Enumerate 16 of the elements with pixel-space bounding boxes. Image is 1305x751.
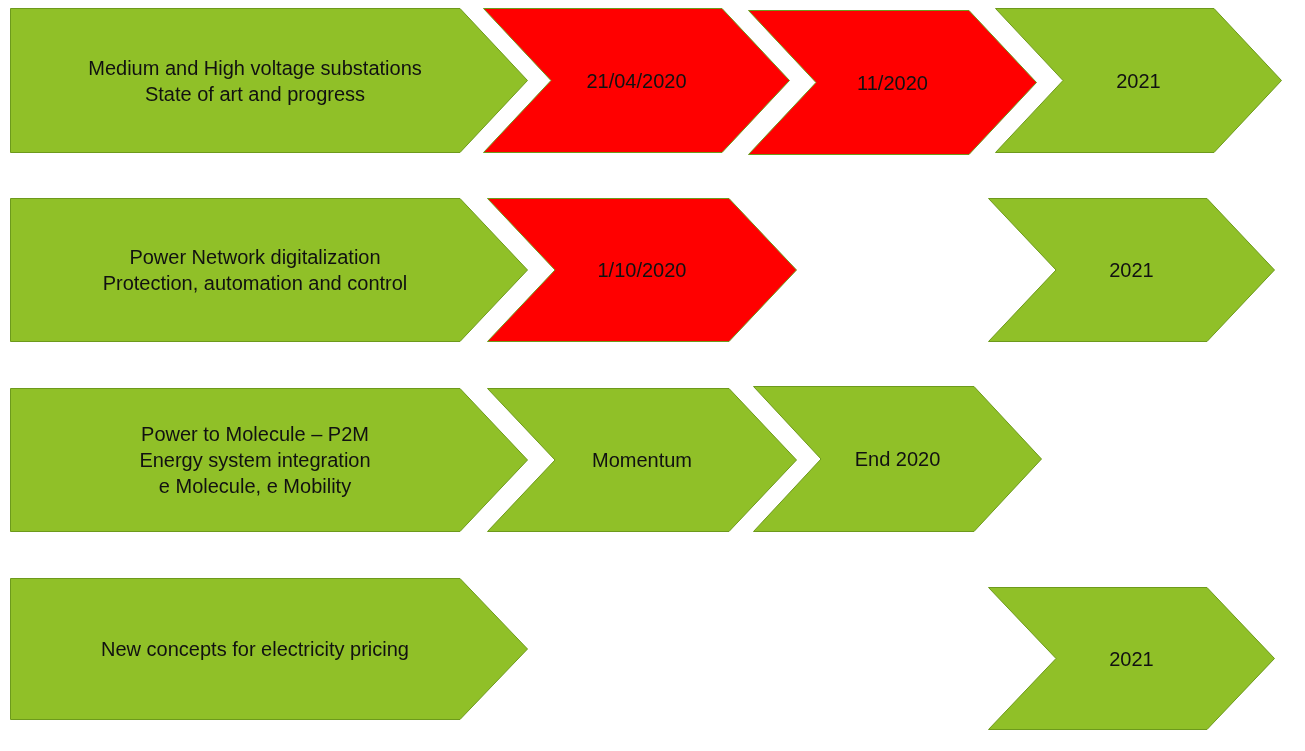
date-label: 2021 [1109,646,1154,672]
date-label: 2021 [1109,258,1154,283]
date-label: 11/2020 [857,70,928,96]
topic-subtitle: Protection, automation and control [102,271,408,296]
topic-subtitle: e Molecule, e Mobility [158,474,352,499]
topic-subtitle: Energy system integration [139,448,371,473]
date-label: End 2020 [854,447,941,472]
topic-subtitle: State of art and progress [144,81,366,107]
date-label: 21/04/2020 [586,68,687,94]
date-label: New concepts for electricity pricing [101,637,409,662]
date-label: 1/10/2020 [597,258,687,283]
date-label: 2021 [1116,68,1161,94]
topic-title: Power to Molecule – P2M [141,422,369,447]
topic-title: Medium and High voltage substations [88,55,422,81]
date-label: Momentum [592,448,692,473]
topic-title: Power Network digitalization [129,245,381,270]
